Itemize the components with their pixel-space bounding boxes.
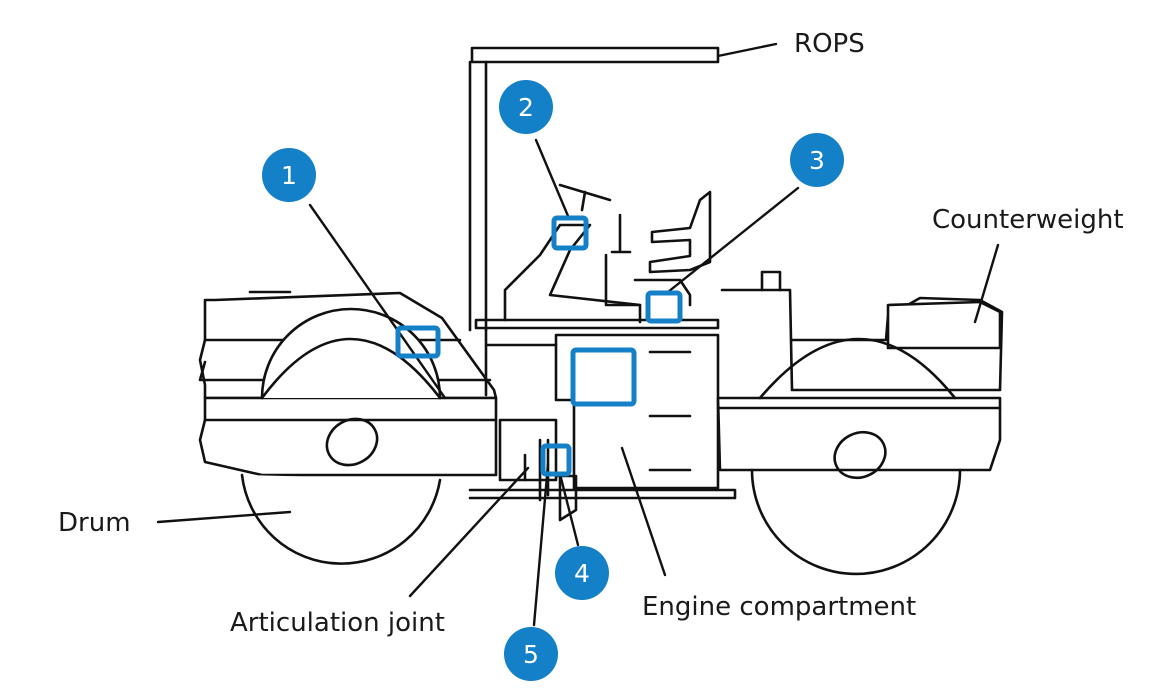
highlight-box-5 — [540, 443, 572, 477]
label-drum: Drum — [58, 508, 131, 538]
lever — [610, 213, 632, 254]
leader-drum — [156, 510, 292, 524]
operator-deck — [474, 318, 720, 330]
front-frame — [198, 396, 498, 477]
label-articulation-joint: Articulation joint — [230, 608, 445, 638]
leader-3 — [666, 186, 800, 294]
leader-lines — [156, 42, 1000, 627]
leader-articulation — [408, 466, 530, 598]
steering-column — [503, 223, 642, 324]
seat-base — [604, 253, 692, 307]
highlight-box-4 — [570, 347, 637, 407]
engine-base — [468, 488, 737, 500]
rear-drum — [750, 468, 962, 576]
front-drum-hub — [325, 417, 379, 467]
marker-2: 2 — [499, 80, 553, 134]
highlight-box-2 — [551, 215, 589, 251]
leader-rops — [716, 42, 778, 58]
highlight-boxes — [395, 215, 683, 477]
front-drum-top — [260, 337, 442, 400]
marker-5: 5 — [504, 627, 558, 681]
label-engine-compartment: Engine compartment — [642, 592, 917, 622]
rear-cap — [760, 270, 782, 292]
leader-4 — [558, 472, 580, 547]
marker-4: 4 — [555, 546, 609, 600]
leader-2 — [534, 138, 570, 218]
seat — [648, 190, 712, 274]
rear-drum-hub — [833, 430, 887, 480]
leader-1 — [308, 203, 447, 400]
leader-5 — [532, 462, 550, 627]
marker-1: 1 — [262, 148, 316, 202]
counterweight-block — [886, 300, 1002, 350]
marker-3: 3 — [790, 133, 844, 187]
label-rops: ROPS — [794, 29, 865, 59]
leader-counterweight — [973, 243, 1000, 324]
highlight-box-1 — [395, 325, 441, 359]
engine-side — [484, 328, 558, 397]
leader-engine — [620, 446, 667, 577]
engine-compartment — [554, 333, 720, 490]
rops-post — [468, 60, 488, 332]
steering-wheel — [558, 183, 612, 212]
highlight-box-3 — [645, 290, 683, 324]
label-counterweight: Counterweight — [932, 205, 1124, 235]
rear-frame — [716, 396, 1002, 472]
rear-drum-top — [758, 337, 957, 400]
rops-canopy — [470, 46, 720, 64]
engine-vents — [648, 350, 692, 472]
articulation-plate — [556, 474, 578, 522]
